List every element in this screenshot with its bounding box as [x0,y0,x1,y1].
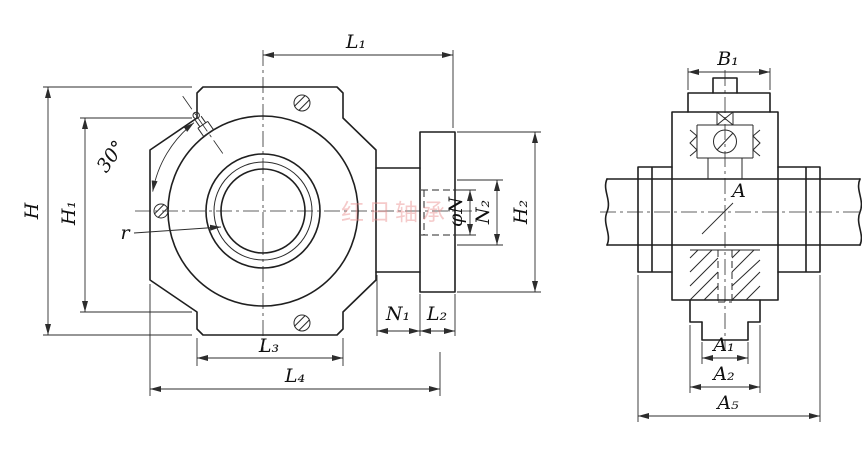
mounting-holes [153,94,311,332]
dim-label-a5: A₅ [715,392,739,414]
side-view [604,77,862,341]
angle-label-30: 30° [92,136,129,176]
dim-label-n1: N₁ [385,303,410,325]
section-hatching [689,249,761,301]
centerlines [135,50,860,352]
ball [713,129,737,154]
dim-label-l3: L₃ [258,335,279,357]
bore-chamfer-circle [213,161,313,261]
r-leader-line [133,224,222,234]
seal-right [752,129,761,157]
dim-label-h2: H₂ [510,200,532,225]
seal-left [689,129,698,157]
dim-label-h: H [21,202,43,220]
bore-outer-circle [205,153,321,269]
dim-label-a2: A₂ [711,363,734,385]
dimension-lines [45,52,820,419]
a-leader-line [701,202,734,235]
bottom-hole-hidden-lines [717,250,733,303]
locking-device [716,111,734,126]
slide-extension [375,131,456,293]
extension-lines [43,50,821,422]
bore-circle [220,168,306,254]
shaft [604,178,862,246]
dim-label-n2: N₂ [472,200,494,225]
angle-arc [151,122,195,192]
watermark-text: 红日轴承 [341,200,449,226]
side-housing-outline [637,77,821,341]
dim-label-h1: H₁ [58,201,80,226]
threaded-hole-hidden-lines [421,189,453,236]
dim-label-a1: A₁ [711,334,734,356]
dim-label-a: A [730,180,746,202]
dim-label-l4: L₄ [284,365,305,387]
grease-fitting-icon [192,111,215,138]
bearing-internals [689,111,761,301]
dim-label-r: r [120,222,131,244]
dim-label-l1: L₁ [345,31,366,53]
dim-label-l2: L₂ [426,303,447,325]
dim-label-b1: B₁ [716,48,739,70]
dim-label-phin: φN [445,196,467,227]
